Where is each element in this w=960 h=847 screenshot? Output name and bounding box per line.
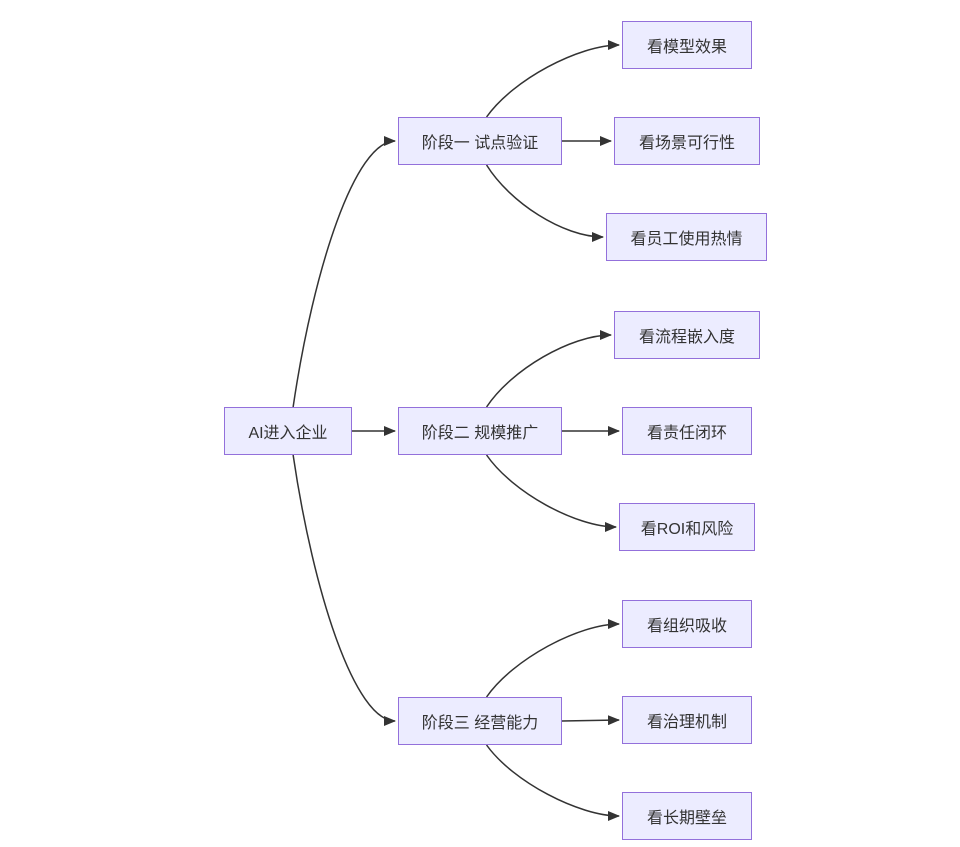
flowchart-node-l6: 看ROI和风险 (619, 503, 755, 551)
flowchart-node-root: AI进入企业 (224, 407, 352, 455)
edge-p3-l7 (485, 619, 620, 698)
flowchart-node-p1: 阶段一 试点验证 (398, 117, 562, 165)
edge-root-p1 (292, 136, 396, 408)
edge-p3-l8 (561, 715, 620, 726)
flowchart-node-l5: 看责任闭环 (622, 407, 752, 455)
flowchart-node-p2: 阶段二 规模推广 (398, 407, 562, 455)
flowchart-node-l1: 看模型效果 (622, 21, 752, 69)
edge-p2-l4 (485, 330, 612, 408)
flowchart-node-l9: 看长期壁垒 (622, 792, 752, 840)
flowchart-node-l4: 看流程嵌入度 (614, 311, 760, 359)
edge-p3-l9 (485, 744, 620, 821)
edge-p2-l6 (485, 454, 617, 532)
edge-p1-l3 (485, 164, 604, 242)
edge-root-p3 (292, 454, 396, 726)
flowchart-node-p3: 阶段三 经营能力 (398, 697, 562, 745)
flowchart-node-l2: 看场景可行性 (614, 117, 760, 165)
edge-p1-l1 (485, 40, 620, 118)
flowchart-node-l8: 看治理机制 (622, 696, 752, 744)
flowchart-node-l3: 看员工使用热情 (606, 213, 767, 261)
flowchart-node-l7: 看组织吸收 (622, 600, 752, 648)
